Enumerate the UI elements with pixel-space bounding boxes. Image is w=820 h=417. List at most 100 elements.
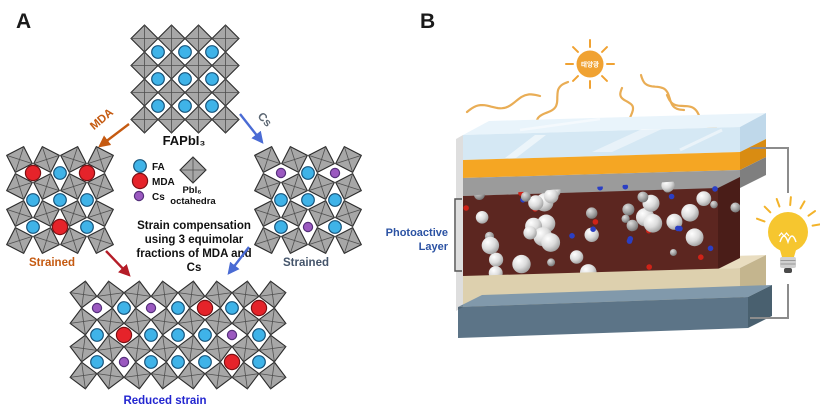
legend-fa-label: FA [152,162,165,173]
pbi6-octahedron [86,172,115,201]
mda-route-arrow [98,123,130,148]
sun-disc [576,50,604,78]
pbi6-octahedron [86,226,115,255]
fa-cation [301,166,315,180]
light-bulb-icon [755,196,820,273]
glass-streak [592,129,662,152]
grain-large [569,250,584,264]
bulb-ray [789,196,792,207]
sunlight-wave [465,93,542,114]
grain-medium [547,258,556,267]
fa-cation [144,328,158,342]
center-text-line2: using 3 equimolar [145,234,244,246]
cs-cation [91,302,103,314]
panel-a: A FAPbI₃ MDA Cs FA MDA Cs PbI₆ octahedra… [5,10,363,407]
glass-streak [505,135,546,158]
pbi6-octahedron [334,172,363,201]
mda-cation [250,299,268,317]
pbi6-octahedron [5,226,34,255]
pbi6-octahedron [280,199,309,228]
pbi6-octahedron [307,145,336,174]
grain-red [592,219,599,225]
fa-cation [252,355,266,369]
grain-blue [590,226,596,232]
pbi6-octahedron [157,105,186,134]
fa-cation [80,193,94,207]
fa-cation [198,328,212,342]
reduced-strain-lattice [69,280,287,390]
pbi6-octahedron [130,51,159,80]
grain-medium [730,202,740,213]
grain-medium [586,207,598,219]
fa-cation [144,355,158,369]
fa-cation [274,193,288,207]
glass-layer-top [463,113,766,135]
photoactive-layer-side [718,177,740,269]
pbi6-octahedron [231,334,260,363]
sun-ray [572,75,579,82]
fapbi3-formula-label: FAPbI₃ [163,133,206,148]
glass-streak [519,117,601,132]
pbi6-octahedron [150,361,179,390]
pbi6-octahedron [231,361,260,390]
pbi6-octahedron [211,105,240,134]
fa-cation [53,166,67,180]
legend-mda-label: MDA [152,177,175,188]
cs-cation [226,329,238,341]
pbi6-octahedron [258,307,287,336]
mda-strained-lattice [5,145,115,255]
grain-red [698,254,704,260]
glass-layer-front [463,127,740,160]
pbi6-octahedron [334,145,363,174]
fa-cation [328,220,342,234]
bulb-ray [775,197,781,208]
cs-strained-lattice [253,145,363,255]
center-text-line1: Strain compensation [137,220,251,232]
bottom-layer-front [458,297,748,338]
sun-rays [565,39,615,89]
grain-large [512,254,531,274]
bulb-coil [778,232,790,237]
grain-medium [520,191,531,202]
pbi6-octahedron [86,199,115,228]
fa-cation [80,220,94,234]
pbi6-octahedron [5,199,34,228]
grain-large [528,195,544,211]
grain-red [646,264,652,270]
legend-octahedra-label-2: octahedra [170,196,216,207]
fa-cation [171,328,185,342]
gray-layer-side [740,157,766,188]
fapbi3-parent-lattice [130,24,240,134]
fa-cation [252,328,266,342]
pbi6-octahedron [177,280,206,309]
pbi6-octahedron [307,172,336,201]
sun-label: 태양광 [581,60,599,69]
grain-large [523,226,537,240]
pbi6-octahedron [280,145,309,174]
grain-blue [626,238,633,244]
grain-large [475,211,489,224]
legend-octahedra-label-1: PbI₆ [182,185,201,196]
grain-large [696,191,712,207]
strain-compensation-text: Strain compensation using 3 equimolar fr… [136,220,251,274]
fa-cation [26,193,40,207]
pbi6-octahedron [86,145,115,174]
grain-blue [707,245,714,252]
fa-cation [151,72,165,86]
fa-cation [26,220,40,234]
grain-red [463,205,469,211]
fa-cation [90,355,104,369]
legend-mda-icon [131,172,149,190]
pbi6-octahedron [280,226,309,255]
pbi6-octahedron [253,199,282,228]
bulb-neck [780,250,796,257]
pbi6-octahedron [231,280,260,309]
fa-cation [198,355,212,369]
pbi6-octahedron [59,172,88,201]
fa-cation [225,301,239,315]
mda-cation [115,326,133,344]
center-text-line3: fractions of MDA and [136,248,251,260]
grain-blue [712,186,718,192]
grain-medium [621,214,630,223]
